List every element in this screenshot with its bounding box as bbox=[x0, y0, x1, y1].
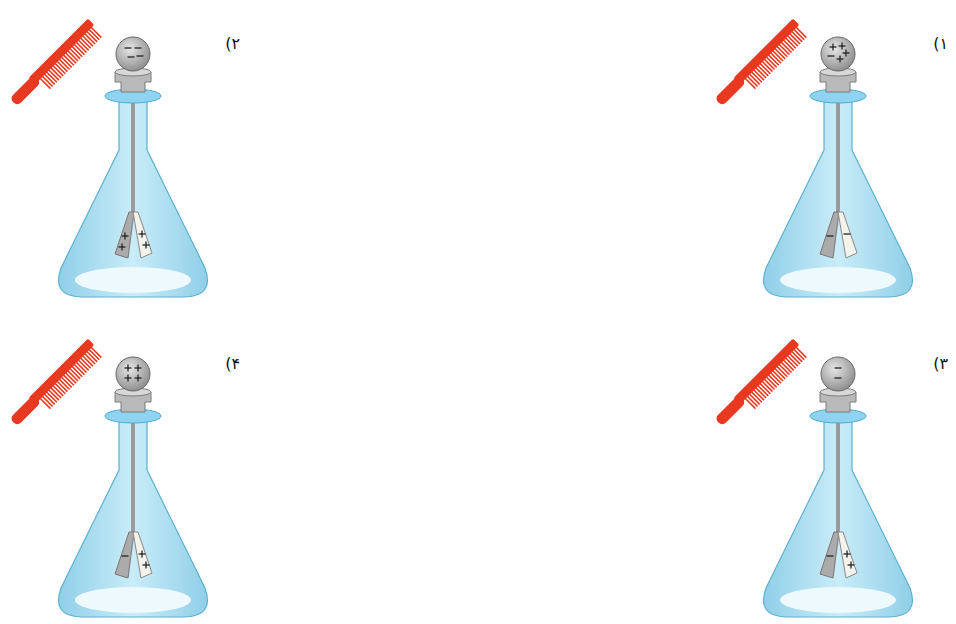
plus-charge bbox=[139, 231, 146, 238]
charge-stroke bbox=[137, 55, 144, 56]
metal-ball bbox=[821, 37, 855, 71]
option-number: ۳) bbox=[933, 354, 948, 373]
plus-charge bbox=[830, 44, 837, 51]
plus-charge bbox=[125, 365, 132, 372]
plus-charge bbox=[837, 56, 844, 63]
comb-tooth bbox=[91, 27, 102, 38]
plus-charge bbox=[139, 551, 146, 558]
minus-charge bbox=[827, 556, 834, 557]
charge-stroke bbox=[145, 242, 146, 249]
plus-charge bbox=[135, 365, 142, 372]
charge-stroke bbox=[827, 235, 834, 236]
minus-charge bbox=[125, 48, 132, 49]
charge-stroke bbox=[125, 47, 132, 48]
right-leaf bbox=[838, 532, 857, 578]
metal-ball bbox=[116, 37, 150, 71]
charge-stroke bbox=[121, 244, 122, 251]
comb bbox=[9, 339, 104, 434]
right-leaf bbox=[838, 212, 857, 258]
charge-stroke bbox=[137, 365, 138, 372]
charge-stroke bbox=[835, 377, 842, 378]
comb-spine bbox=[29, 19, 95, 85]
comb bbox=[714, 19, 809, 114]
charge-stroke bbox=[127, 365, 128, 372]
comb bbox=[9, 19, 104, 114]
charge-stroke bbox=[841, 43, 842, 50]
charge-stroke bbox=[141, 231, 142, 238]
charge-stroke bbox=[141, 551, 142, 558]
charge-stroke bbox=[127, 375, 128, 382]
left-leaf bbox=[115, 212, 134, 258]
electroscope-panel bbox=[714, 19, 913, 297]
charge-stroke bbox=[845, 50, 846, 57]
plus-charge bbox=[848, 562, 855, 569]
charge-stroke bbox=[128, 56, 135, 57]
charge-stroke bbox=[828, 55, 835, 56]
minus-charge bbox=[835, 378, 842, 379]
flask-base bbox=[75, 587, 191, 613]
left-leaf bbox=[115, 532, 134, 578]
charge-stroke bbox=[135, 47, 142, 48]
comb-tooth bbox=[796, 27, 807, 38]
plus-charge bbox=[843, 50, 850, 57]
charge-stroke bbox=[839, 56, 840, 63]
charge-stroke bbox=[850, 562, 851, 569]
minus-charge bbox=[137, 56, 144, 57]
plus-charge bbox=[844, 551, 851, 558]
plus-charge bbox=[135, 375, 142, 382]
flask-base bbox=[780, 587, 896, 613]
metal-ball bbox=[821, 357, 855, 391]
electroscope-panel bbox=[9, 339, 208, 617]
electroscope-panel bbox=[714, 339, 913, 617]
charge-stroke bbox=[145, 562, 146, 569]
minus-charge bbox=[135, 48, 142, 49]
charge-stroke bbox=[832, 44, 833, 51]
option-number: ۴) bbox=[225, 354, 240, 373]
left-leaf bbox=[820, 532, 839, 578]
left-leaf bbox=[820, 212, 839, 258]
minus-charge bbox=[828, 56, 835, 57]
minus-charge bbox=[835, 368, 842, 369]
comb-tooth bbox=[796, 347, 807, 358]
minus-charge bbox=[827, 236, 834, 237]
charge-stroke bbox=[835, 367, 842, 368]
minus-charge bbox=[122, 556, 129, 557]
minus-charge bbox=[128, 57, 135, 58]
plus-charge bbox=[125, 375, 132, 382]
charge-stroke bbox=[827, 555, 834, 556]
comb bbox=[714, 339, 809, 434]
plus-charge bbox=[143, 242, 150, 249]
charge-stroke bbox=[122, 555, 129, 556]
comb-tooth bbox=[91, 347, 102, 358]
metal-ball bbox=[116, 357, 150, 391]
plus-charge bbox=[122, 233, 129, 240]
right-leaf bbox=[133, 212, 152, 258]
electroscope-panel bbox=[9, 19, 208, 297]
comb-spine bbox=[29, 339, 95, 405]
minus-charge bbox=[844, 234, 851, 235]
charge-stroke bbox=[846, 551, 847, 558]
comb-spine bbox=[734, 339, 800, 405]
right-leaf bbox=[133, 532, 152, 578]
comb-spine bbox=[734, 19, 800, 85]
charge-stroke bbox=[137, 375, 138, 382]
plus-charge bbox=[839, 43, 846, 50]
option-number: ۱) bbox=[933, 34, 948, 53]
flask-base bbox=[780, 267, 896, 293]
flask-base bbox=[75, 267, 191, 293]
option-number: ۲) bbox=[225, 34, 240, 53]
plus-charge bbox=[143, 562, 150, 569]
charge-stroke bbox=[844, 233, 851, 234]
plus-charge bbox=[119, 244, 126, 251]
charge-stroke bbox=[124, 233, 125, 240]
